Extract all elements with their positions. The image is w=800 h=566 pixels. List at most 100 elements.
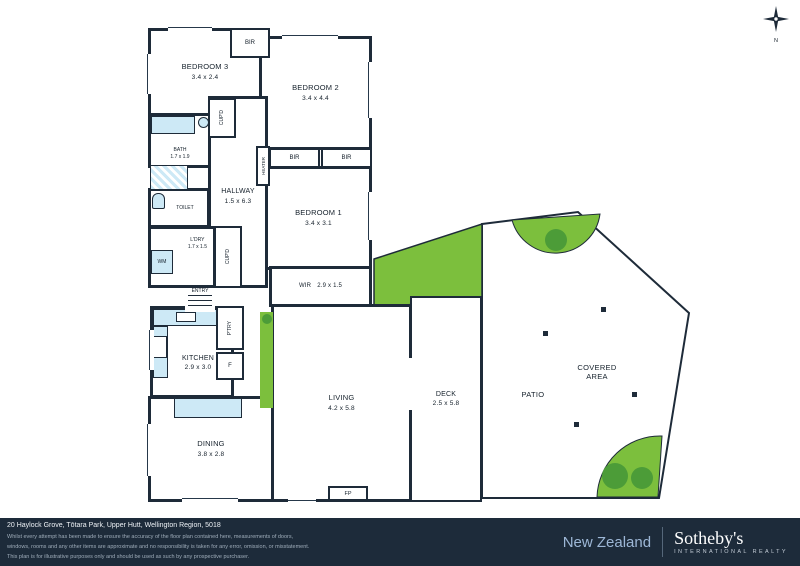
window xyxy=(282,33,338,40)
patio-posts xyxy=(543,307,637,427)
toilet-pan xyxy=(152,193,165,209)
closet-label: CUP'D xyxy=(225,249,231,265)
room-kitchen-label: KITCHEN 2.9 x 3.0 xyxy=(170,332,214,373)
closet-cupd-top: CUP'D xyxy=(208,98,236,138)
room-name: BATH xyxy=(173,147,187,153)
tree-icon xyxy=(631,467,653,489)
room-bedroom3-label: BEDROOM 3 3.4 x 2.4 xyxy=(182,62,229,82)
room-name: DECK xyxy=(435,390,457,398)
garden-strip xyxy=(260,312,273,408)
compass: N xyxy=(762,6,790,44)
window xyxy=(147,330,154,370)
window xyxy=(366,192,373,240)
closet-label: BIR xyxy=(244,40,255,46)
disclaimer-line: windows, rooms and any other items are a… xyxy=(7,543,310,550)
patio-boundary xyxy=(481,210,691,499)
room-wir: WIR 2.9 x 1.5 xyxy=(269,266,372,307)
room-patio-label: PATIO xyxy=(521,390,545,399)
pantry: P'TRY xyxy=(216,306,244,350)
compass-icon xyxy=(763,6,789,32)
closet-label: BIR xyxy=(289,155,300,161)
fridge-label: F xyxy=(228,363,232,369)
room-name: BEDROOM 1 xyxy=(295,208,342,218)
closet-label: BIR xyxy=(341,155,352,161)
footer-disclaimer: Whilst every attempt has been made to en… xyxy=(7,533,309,563)
fireplace-label: FP xyxy=(344,490,352,497)
fireplace: FP xyxy=(328,486,368,501)
fridge: F xyxy=(216,352,244,380)
disclaimer-line: Whilst every attempt has been made to en… xyxy=(7,534,294,540)
window xyxy=(182,496,238,503)
outdoor-area xyxy=(373,210,691,499)
brand-subtitle: INTERNATIONAL REALTY xyxy=(674,549,788,555)
room-bedroom1: BEDROOM 1 3.4 x 3.1 xyxy=(265,166,372,270)
room-bedroom2: BEDROOM 2 3.4 x 4.4 xyxy=(259,36,372,150)
room-dims: 2.9 x 1.5 xyxy=(317,283,343,290)
room-dims: 1.5 x 6.3 xyxy=(224,197,252,205)
room-name: L'DRY xyxy=(190,237,205,243)
room-covered-area-label: COVERED AREA xyxy=(577,363,617,381)
room-name: BEDROOM 3 xyxy=(181,62,229,72)
heater-label: HEATER xyxy=(260,157,266,175)
room-bedroom2-label: BEDROOM 2 3.4 x 4.4 xyxy=(292,83,339,103)
washing-machine: WM xyxy=(151,250,173,274)
room-dining-label: DINING 3.8 x 2.8 xyxy=(197,439,224,459)
room-dims: 2.5 x 5.8 xyxy=(432,400,460,408)
pantry-label: P'TRY xyxy=(227,320,233,336)
window xyxy=(288,498,316,505)
entry-steps xyxy=(188,295,212,307)
window xyxy=(366,62,373,118)
window xyxy=(145,424,152,476)
room-hallway-label: HALLWAY 1.5 x 6.3 xyxy=(211,187,265,206)
garden-bed-top-left xyxy=(373,222,483,308)
room-wir-label: WIR 2.9 x 1.5 xyxy=(299,282,342,290)
room-name: LIVING xyxy=(328,393,355,403)
room-dims: 2.9 x 3.0 xyxy=(184,364,212,372)
tree-icon xyxy=(602,463,628,489)
brand-wordmark: Sotheby's INTERNATIONAL REALTY xyxy=(674,529,788,555)
window xyxy=(145,54,152,94)
room-dims: 3.4 x 2.4 xyxy=(191,73,219,81)
room-name: BEDROOM 2 xyxy=(292,83,339,93)
brand-lockup: New Zealand Sotheby's INTERNATIONAL REAL… xyxy=(563,518,788,566)
room-toilet-label: TOILET xyxy=(164,205,193,212)
room-dims: 3.4 x 3.1 xyxy=(305,219,332,227)
room-dims: 1.7 x 1.5 xyxy=(187,244,207,250)
room-living-label: LIVING 4.2 x 5.8 xyxy=(328,393,355,413)
room-ldry-label: L'DRY 1.7 x 1.5 xyxy=(188,229,213,251)
footer: 20 Haylock Grove, Tōtara Park, Upper Hut… xyxy=(0,518,800,566)
room-deck-label: DECK 2.5 x 5.8 xyxy=(433,390,460,409)
kitchen-sink xyxy=(176,312,196,322)
room-name: KITCHEN xyxy=(181,354,215,362)
room-name: DINING xyxy=(197,439,225,449)
brand-region: New Zealand xyxy=(562,533,652,551)
closet-bir-top: BIR xyxy=(230,28,270,58)
heater-unit: HEATER xyxy=(256,146,270,186)
tree-icon xyxy=(261,314,272,324)
footer-address: 20 Haylock Grove, Tōtara Park, Upper Hut… xyxy=(7,522,221,529)
room-dims: 3.4 x 4.4 xyxy=(302,94,329,102)
compass-north-label: N xyxy=(774,38,778,44)
closet-bir-left: BIR xyxy=(269,148,320,168)
shower xyxy=(150,165,188,190)
disclaimer-line: This plan is for illustrative purposes o… xyxy=(7,553,250,560)
brand-divider xyxy=(662,527,664,557)
room-dims: 4.2 x 5.8 xyxy=(328,404,355,412)
sliding-door-opening xyxy=(409,358,413,410)
brand-name: Sotheby's xyxy=(674,528,744,548)
bathtub xyxy=(151,116,195,134)
tree-icon xyxy=(545,229,567,251)
room-dims: 3.8 x 2.8 xyxy=(197,450,225,458)
room-dims: 1.7 x 1.9 xyxy=(170,154,190,160)
closet-bir-right: BIR xyxy=(321,148,372,168)
room-name: HALLWAY xyxy=(221,188,255,195)
kitchen-island xyxy=(174,398,242,418)
window xyxy=(168,25,212,32)
bath-sink xyxy=(198,117,209,128)
room-bedroom1-label: BEDROOM 1 3.4 x 3.1 xyxy=(295,208,342,228)
closet-cupd-side: CUP'D xyxy=(214,226,242,288)
entry-porch: ENTRY xyxy=(185,288,215,312)
room-name: TOILET xyxy=(176,204,194,211)
closet-label: CUP'D xyxy=(219,110,225,126)
